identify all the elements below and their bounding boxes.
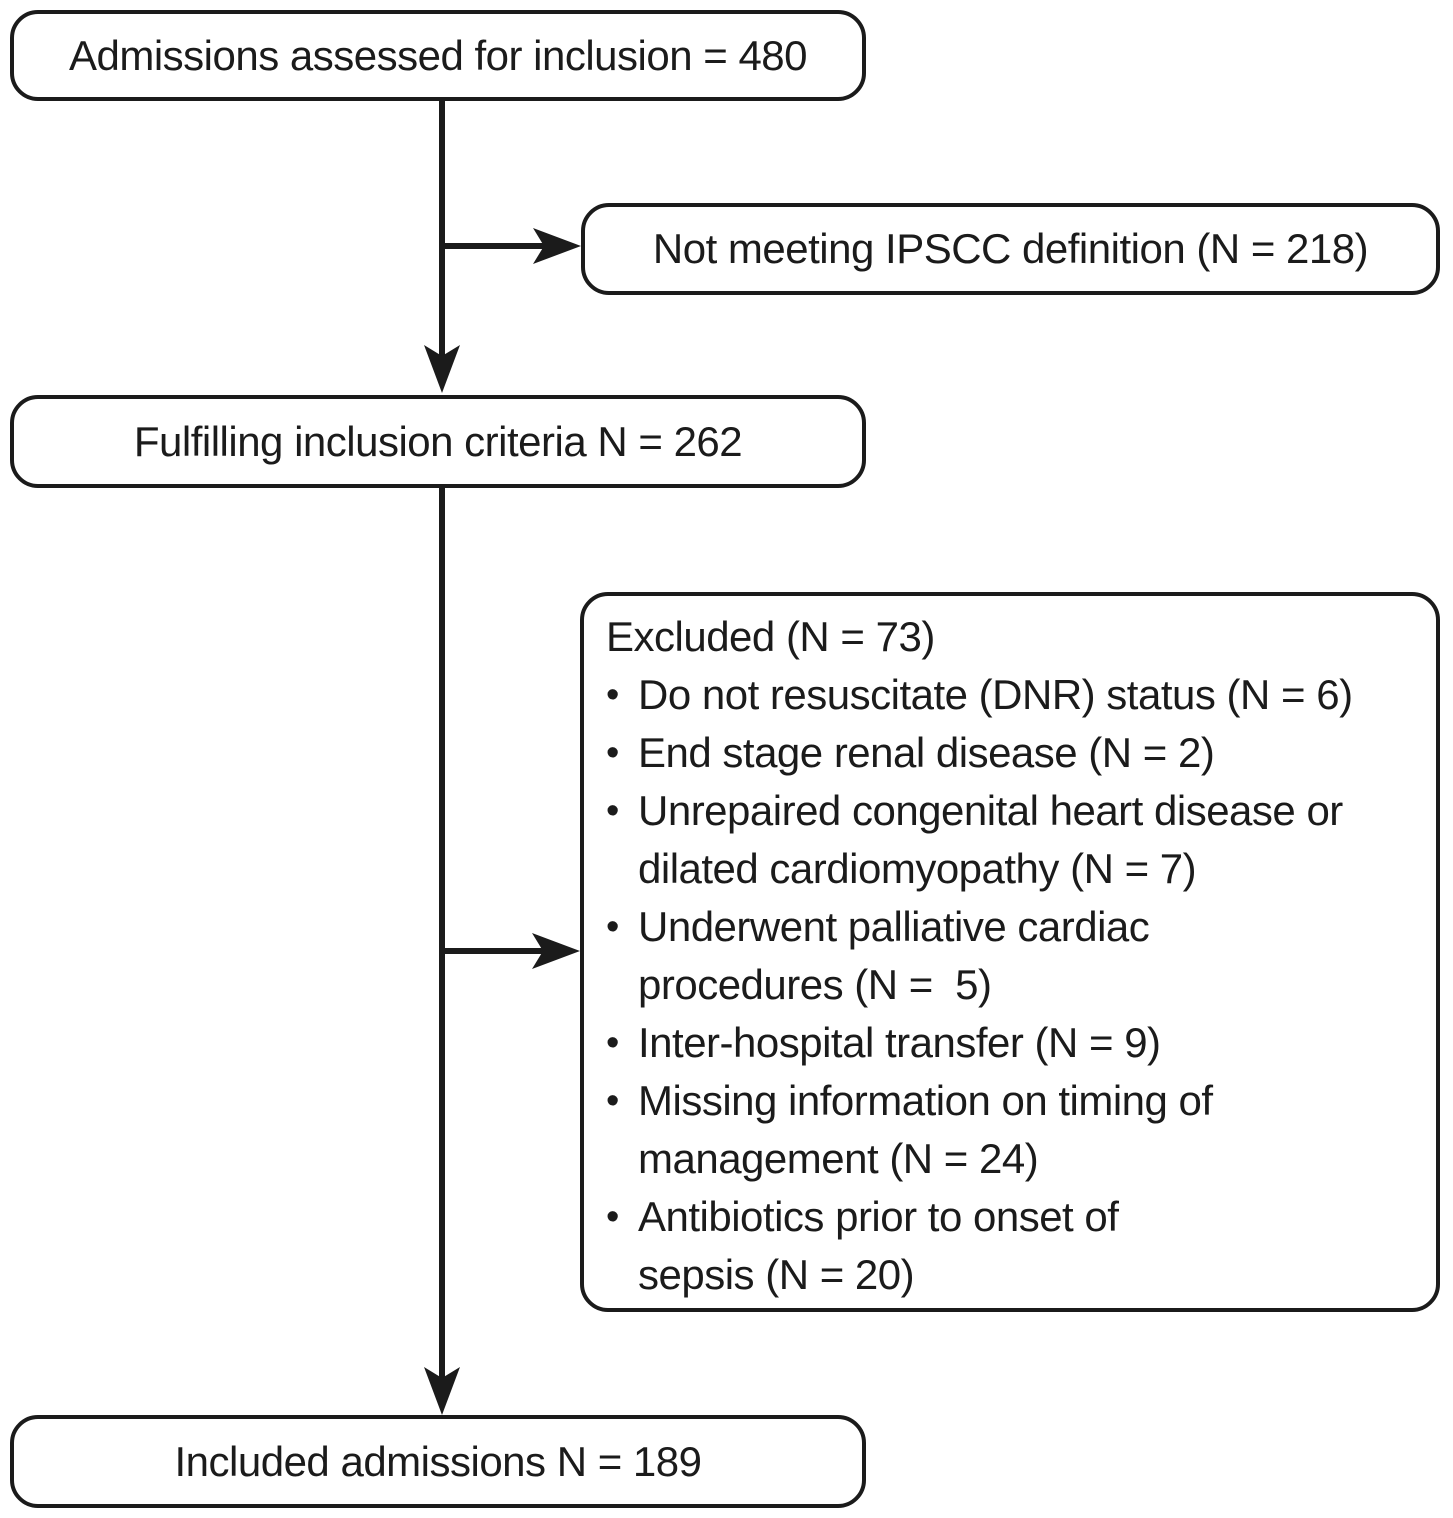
- bullet-icon: •: [606, 674, 620, 716]
- bullet-icon: •: [606, 906, 620, 948]
- not-meeting-ipscc-label: Not meeting IPSCC definition (N = 218): [652, 225, 1369, 272]
- excluded-item: • Do not resuscitate (DNR) status (N = 6…: [606, 666, 1422, 724]
- excluded-item: • End stage renal disease (N = 2): [606, 724, 1422, 782]
- excluded-item-text: End stage renal disease (N = 2): [638, 729, 1215, 776]
- excluded-item: • Underwent palliative cardiac procedure…: [606, 898, 1422, 1014]
- box-admissions-assessed: Admissions assessed for inclusion = 480: [10, 10, 866, 101]
- bullet-icon: •: [606, 790, 620, 832]
- box-included-admissions: Included admissions N = 189: [10, 1415, 866, 1508]
- box-excluded: Excluded (N = 73) • Do not resuscitate (…: [580, 592, 1440, 1312]
- excluded-item-text: Antibiotics prior to onset of sepsis (N …: [638, 1193, 1119, 1298]
- excluded-item-text: Unrepaired congenital heart disease or d…: [638, 787, 1343, 892]
- excluded-header: Excluded (N = 73): [606, 613, 935, 660]
- arrowhead-right-excluded-icon: [532, 933, 580, 969]
- arrowhead-right-not-meeting-icon: [533, 228, 581, 264]
- admissions-assessed-label: Admissions assessed for inclusion = 480: [68, 31, 808, 79]
- excluded-item: • Inter-hospital transfer (N = 9): [606, 1014, 1422, 1072]
- bullet-icon: •: [606, 1022, 620, 1064]
- arrowhead-down-included-icon: [424, 1367, 460, 1415]
- excluded-item-text: Do not resuscitate (DNR) status (N = 6): [638, 671, 1353, 718]
- fulfilling-criteria-label: Fulfilling inclusion criteria N = 262: [133, 417, 743, 465]
- excluded-item-text: Inter-hospital transfer (N = 9): [638, 1019, 1161, 1066]
- excluded-item-text: Missing information on timing of managem…: [638, 1077, 1213, 1182]
- bullet-icon: •: [606, 1196, 620, 1238]
- bullet-icon: •: [606, 1080, 620, 1122]
- excluded-item: • Antibiotics prior to onset of sepsis (…: [606, 1188, 1422, 1304]
- excluded-item-text: Underwent palliative cardiac procedures …: [638, 903, 1150, 1008]
- box-fulfilling-criteria: Fulfilling inclusion criteria N = 262: [10, 395, 866, 488]
- bullet-icon: •: [606, 732, 620, 774]
- arrowhead-down-fulfilling-icon: [424, 345, 460, 393]
- included-admissions-label: Included admissions N = 189: [174, 1437, 702, 1485]
- excluded-item: • Missing information on timing of manag…: [606, 1072, 1422, 1188]
- excluded-item: • Unrepaired congenital heart disease or…: [606, 782, 1422, 898]
- box-not-meeting-ipscc: Not meeting IPSCC definition (N = 218): [581, 203, 1440, 295]
